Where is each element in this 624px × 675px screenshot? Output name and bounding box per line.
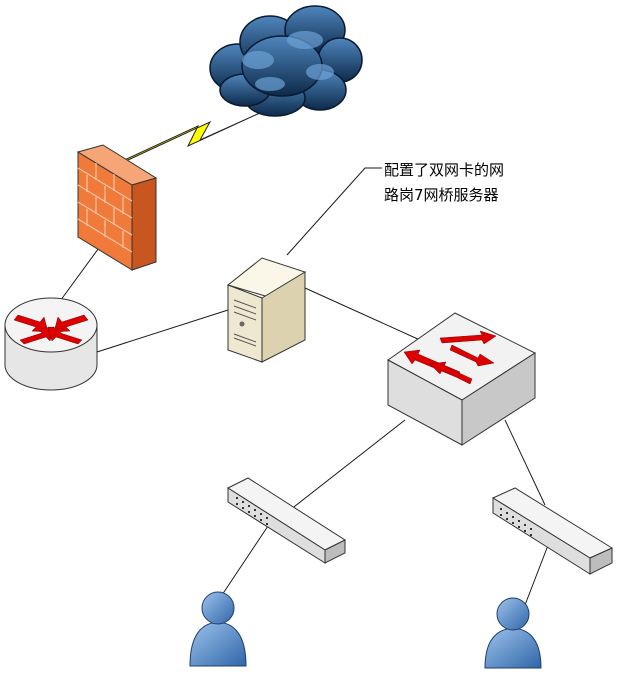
cloud-icon xyxy=(209,5,363,117)
switch-icon xyxy=(387,312,537,446)
link-switch-hub-right xyxy=(504,419,546,506)
server-annotation: 配置了双网卡的网 路岗7网桥服务器 xyxy=(384,158,584,208)
lightning-icon xyxy=(119,111,263,163)
router-icon xyxy=(4,297,98,391)
firewall-icon xyxy=(76,144,158,271)
link-router-server xyxy=(96,309,229,353)
hub-left-icon xyxy=(226,477,347,564)
callout-leader-line xyxy=(286,167,382,256)
link-switch-hub-left xyxy=(289,419,406,511)
link-server-switch xyxy=(304,287,421,341)
user-right-icon xyxy=(484,597,542,669)
user-left-icon xyxy=(189,591,247,667)
annotation-line-1: 配置了双网卡的网 xyxy=(384,161,505,179)
annotation-line-2: 路岗7网桥服务器 xyxy=(384,186,499,204)
hub-right-icon xyxy=(491,487,614,575)
server-icon xyxy=(226,257,307,363)
link-hub-left-user xyxy=(221,519,273,596)
